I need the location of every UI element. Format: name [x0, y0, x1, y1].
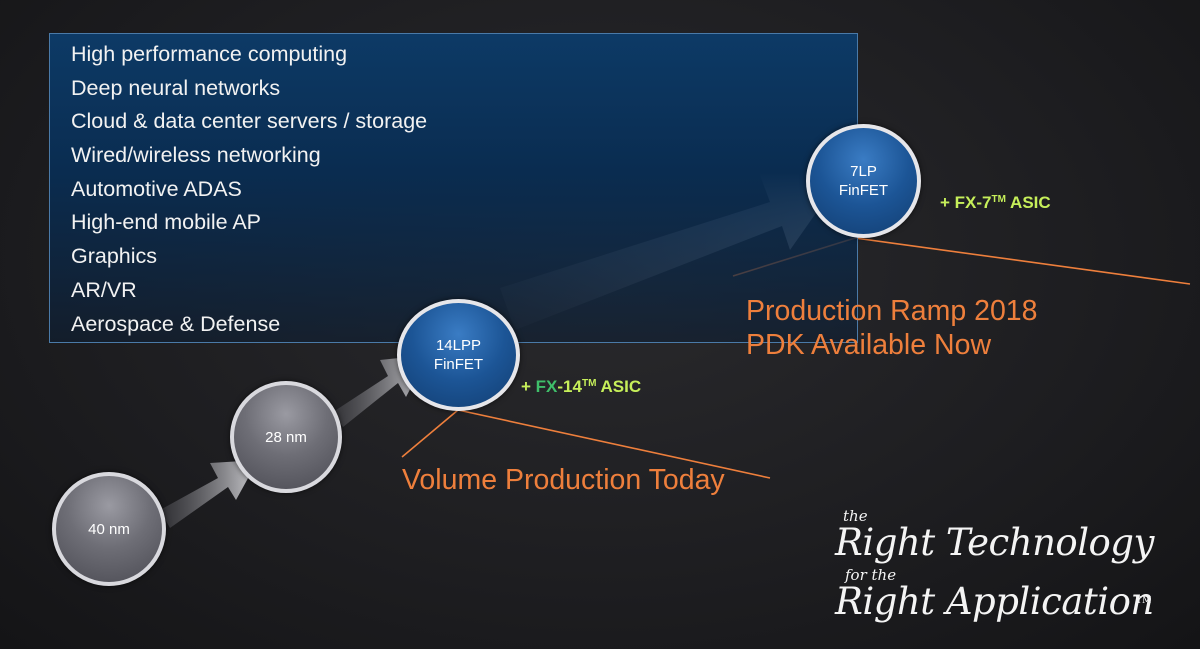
pdk-available-line: PDK Available Now — [746, 329, 992, 361]
node-14lpp: 14LPP FinFET — [397, 299, 520, 411]
application-item: Aerospace & Defense — [71, 311, 281, 336]
asic-tm: TM — [991, 194, 1006, 205]
asic-word: ASIC — [596, 377, 642, 396]
node-label: 7LP — [850, 163, 877, 180]
application-item: Graphics — [71, 244, 158, 269]
node-label: 14LPP — [435, 337, 482, 354]
fx14-asic-label: + FX-14TM ASIC — [521, 377, 641, 397]
asic-prefix: FX — [954, 193, 977, 212]
production-ramp-callout: Production Ramp 2018 PDK Available Now — [746, 294, 1038, 362]
application-item: High-end mobile AP — [71, 210, 262, 235]
node-label: 40 nm — [88, 520, 130, 538]
application-item: Deep neural networks — [71, 75, 281, 100]
node-label: 28 nm — [265, 428, 307, 446]
node-sublabel: FinFET — [838, 182, 889, 199]
application-item: Cloud & data center servers / storage — [71, 109, 428, 134]
applications-box: High performance computing Deep neural n… — [49, 33, 858, 343]
application-item: High performance computing — [71, 42, 348, 66]
node-7lp: 7LP FinFET — [806, 124, 921, 238]
asic-word: ASIC — [1005, 193, 1051, 212]
tagline-right-application: Right Application — [835, 580, 1154, 623]
applications-list: High performance computing Deep neural n… — [50, 34, 857, 341]
node-sublabel: FinFET — [433, 356, 484, 373]
asic-suffix: -14 — [557, 377, 582, 396]
production-ramp-line: Production Ramp 2018 — [746, 295, 1038, 327]
arrow-40-to-28 — [160, 460, 258, 528]
callout-line-14b — [457, 409, 771, 479]
asic-prefix: FX — [535, 377, 558, 396]
tagline-the: the — [843, 507, 868, 525]
asic-plus: + — [940, 193, 955, 212]
node-40nm: 40 nm — [52, 472, 166, 586]
volume-production-callout: Volume Production Today — [402, 464, 725, 496]
asic-tm: TM — [581, 378, 597, 389]
application-item: Wired/wireless networking — [71, 143, 321, 168]
application-item: Automotive ADAS — [71, 176, 242, 201]
asic-suffix: -7 — [976, 193, 992, 212]
callout-line-7b — [854, 237, 1191, 285]
asic-plus: + — [521, 377, 536, 396]
callout-line-14 — [401, 409, 459, 458]
application-item: AR/VR — [71, 277, 137, 302]
node-28nm: 28 nm — [230, 381, 342, 493]
tagline-for-the: for the — [845, 566, 897, 584]
tagline-trademark: TM — [1136, 596, 1152, 606]
tagline-right-technology: Right Technology — [835, 521, 1154, 564]
fx7-asic-label: + FX-7TM ASIC — [940, 193, 1051, 213]
